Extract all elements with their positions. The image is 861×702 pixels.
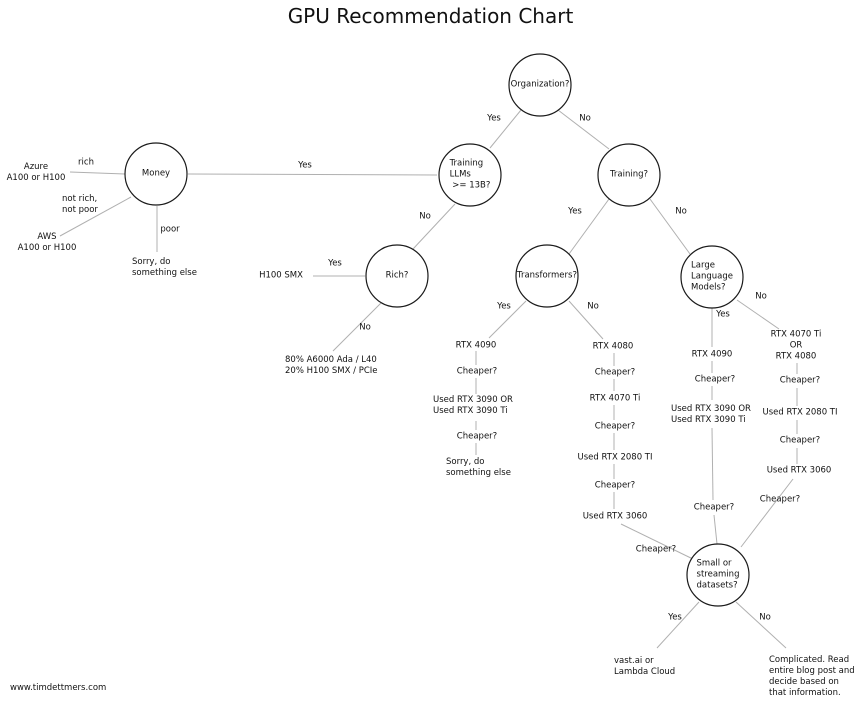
leaf-azure: Azure A100 or H100: [6, 162, 66, 183]
chain-d-item-cheaper2: Cheaper?: [779, 435, 821, 446]
chain-b-item-used3060: Used RTX 3060: [582, 511, 648, 522]
chain-c-item-used3090: Used RTX 3090 OR Used RTX 3090 Ti: [671, 404, 751, 425]
edge-label-chain-d-cheaper: Cheaper?: [759, 494, 801, 505]
chain-c-item-rtx4090: RTX 4090: [691, 349, 733, 360]
chain-b-item-cheaper3: Cheaper?: [594, 480, 636, 491]
edge-money-training-llms: [187, 173, 438, 176]
edge-label-not-rich-not-poor: not rich, not poor: [62, 194, 98, 215]
node-circle-datasets: [686, 543, 750, 607]
edge-label-datasets-yes: Yes: [668, 612, 682, 623]
edge-label-rich-no: No: [359, 322, 371, 333]
edge-chain-d-datasets: [740, 478, 794, 548]
chain-a-item-sorry: Sorry, do something else: [446, 457, 511, 478]
chain-a-item-cheaper1: Cheaper?: [456, 366, 498, 377]
edge-label-llm-no: No: [755, 291, 767, 302]
edge-label-llm-yes: Yes: [716, 309, 730, 320]
node-label-training-llms: Training LLMs >= 13B?: [449, 158, 491, 191]
edge-label-chain-b-cheaper: Cheaper?: [635, 544, 677, 555]
node-label-llm: Large Language Models?: [691, 260, 733, 293]
leaf-vastai: vast.ai or Lambda Cloud: [614, 656, 676, 677]
edge-training-llms-rich: [412, 203, 456, 250]
edge-organization-training: [557, 109, 610, 150]
edge-label-training-no: No: [675, 206, 687, 217]
edge-datasets-complicated: [735, 601, 787, 649]
edge-training-transformers: [568, 198, 610, 255]
edge-rich-a6000: [332, 302, 382, 352]
node-circle-organization: [508, 53, 572, 117]
edge-label-money-yes: Yes: [298, 160, 312, 171]
leaf-a6000: 80% A6000 Ada / L40 20% H100 SMX / PCIe: [285, 355, 378, 376]
node-circle-rich: [365, 244, 429, 308]
node-circle-training: [597, 143, 661, 207]
chain-a-item-rtx4090: RTX 4090: [455, 340, 497, 351]
edge-label-transformers-yes: Yes: [497, 301, 511, 312]
edge-label-rich: rich: [78, 157, 94, 168]
node-circle-llm: [680, 245, 744, 309]
chain-d-item-used2080ti: Used RTX 2080 TI: [762, 407, 838, 418]
chain-b-item-cheaper1: Cheaper?: [594, 367, 636, 378]
edge-training-llm: [649, 198, 691, 255]
node-label-training: Training?: [609, 169, 649, 180]
edge-transformers-yes: [488, 300, 527, 339]
leaf-aws: AWS A100 or H100: [17, 232, 77, 253]
edge-datasets-vastai: [656, 601, 700, 649]
leaf-complicated: Complicated. Read entire blog post and d…: [769, 655, 855, 698]
edge-money-azure: [69, 171, 126, 175]
chain-b-item-rtx4080: RTX 4080: [592, 341, 634, 352]
chain-b-item-cheaper2: Cheaper?: [594, 421, 636, 432]
edge-chain-c-datasets: [713, 514, 718, 545]
edge-label-organization-yes: Yes: [487, 113, 501, 124]
edge-chain-c-3: [711, 427, 714, 501]
edge-llm-chain-d: [736, 299, 780, 330]
leaf-h100-smx: H100 SMX: [259, 270, 303, 281]
edge-organization-training-llms: [489, 109, 522, 149]
node-circle-training-llms: [438, 143, 502, 207]
edge-label-training-llms-no: No: [419, 211, 431, 222]
website-credit: www.timdettmers.com: [10, 683, 107, 693]
chain-d-item-used3060: Used RTX 3060: [766, 465, 832, 476]
chain-c-item-cheaper2: Cheaper?: [693, 502, 735, 513]
edge-label-poor: poor: [160, 224, 180, 235]
edge-label-training-yes: Yes: [568, 206, 582, 217]
node-label-money: Money: [141, 168, 171, 179]
edge-label-organization-no: No: [579, 113, 591, 124]
node-label-rich: Rich?: [385, 270, 409, 281]
edge-label-transformers-no: No: [587, 301, 599, 312]
edge-label-rich-yes: Yes: [328, 258, 342, 269]
edge-label-datasets-no: No: [759, 612, 771, 623]
node-label-datasets: Small or streaming datasets?: [696, 558, 740, 591]
edge-money-aws: [59, 196, 132, 237]
leaf-sorry-money: Sorry, do something else: [132, 257, 197, 278]
chain-a-item-cheaper2: Cheaper?: [456, 431, 498, 442]
edge-transformers-no: [568, 300, 604, 340]
chain-d-item-rtx4070ti-or-4080: RTX 4070 Ti OR RTX 4080: [770, 329, 822, 362]
node-circle-transformers: [515, 244, 579, 308]
chain-b-item-rtx4070ti: RTX 4070 Ti: [589, 393, 641, 404]
edge-chain-b-datasets: [620, 523, 698, 562]
node-label-transformers: Transformers?: [517, 270, 577, 281]
node-circle-money: [124, 142, 188, 206]
chain-c-item-cheaper1: Cheaper?: [694, 374, 736, 385]
chain-a-item-used3090: Used RTX 3090 OR Used RTX 3090 Ti: [433, 395, 513, 416]
chain-b-item-used2080ti: Used RTX 2080 TI: [577, 452, 653, 463]
chain-d-item-cheaper1: Cheaper?: [779, 375, 821, 386]
node-label-organization: Organization?: [510, 79, 570, 90]
chart-title: GPU Recommendation Chart: [287, 4, 574, 28]
